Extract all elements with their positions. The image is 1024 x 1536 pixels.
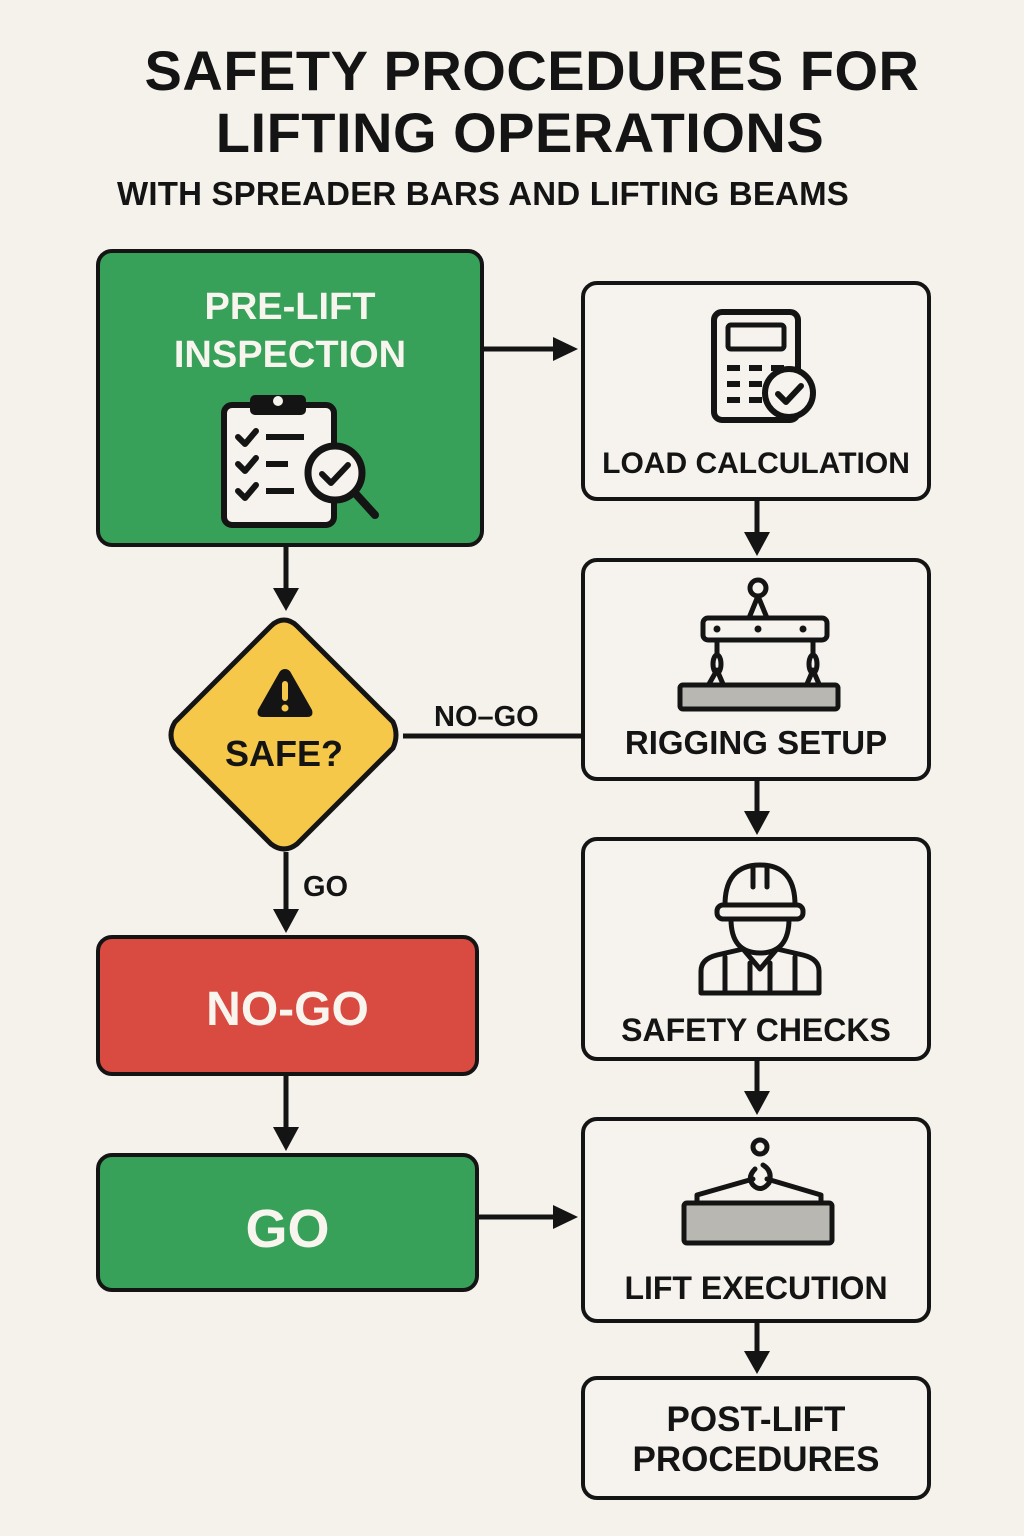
node-go: GO (96, 1153, 479, 1292)
node-label: NO-GO (206, 983, 369, 1036)
arrowhead (744, 1091, 770, 1115)
spreader-bar-icon (698, 577, 830, 700)
clipboard-check-magnifier-icon (221, 395, 379, 528)
arrowhead (273, 1127, 299, 1151)
node-label: POST-LIFT PROCEDURES (585, 1400, 927, 1480)
node-no-go: NO-GO (96, 935, 479, 1076)
hard-hat-worker-icon (698, 862, 822, 996)
decision-diamond (168, 617, 399, 852)
title-line-1: SAFETY PROCEDURES FOR (144, 39, 920, 102)
label-line-1: POST-LIFT (666, 1400, 846, 1439)
arrowhead (744, 532, 770, 556)
warning-triangle-icon (257, 669, 313, 717)
node-label: PRE-LIFT INSPECTION (100, 283, 480, 379)
node-label: GO (245, 1199, 330, 1259)
node-label: SAFE? (224, 733, 343, 774)
node-lift-execution: LIFT EXECUTION (581, 1117, 931, 1323)
calculator-check-icon (711, 309, 816, 423)
node-safety-checks: SAFETY CHECKS (581, 837, 931, 1061)
node-pre-lift-inspection: PRE-LIFT INSPECTION (96, 249, 484, 547)
node-load-calculation: LOAD CALCULATION (581, 281, 931, 501)
arrowhead (273, 909, 299, 933)
label-line-1: PRE-LIFT (204, 286, 376, 328)
node-label: LIFT EXECUTION (624, 1270, 888, 1306)
label-line-2: PROCEDURES (632, 1440, 880, 1479)
node-label: SAFETY CHECKS (621, 1012, 891, 1048)
arrowhead (553, 337, 578, 361)
node-rigging-setup: RIGGING SETUP (581, 558, 931, 781)
label-line-2: INSPECTION (173, 334, 407, 376)
subtitle: WITH SPREADER BARS AND LIFTING BEAMS (117, 175, 849, 212)
arrowhead (744, 1351, 770, 1374)
arrowhead (273, 588, 299, 611)
hook-load-icon (681, 1137, 835, 1246)
title-line-2: LIFTING OPERATIONS (215, 101, 825, 164)
edge-label-go: GO (303, 871, 349, 903)
node-label: RIGGING SETUP (624, 724, 888, 761)
arrowhead (553, 1205, 578, 1229)
node-post-lift-procedures: POST-LIFT PROCEDURES (581, 1376, 931, 1500)
node-decision-safe: SAFE? (163, 614, 405, 856)
load-block-icon (677, 682, 841, 712)
arrowhead (744, 811, 770, 835)
node-label: LOAD CALCULATION (602, 447, 910, 480)
edge-label-no-go: NO–GO (434, 701, 539, 733)
